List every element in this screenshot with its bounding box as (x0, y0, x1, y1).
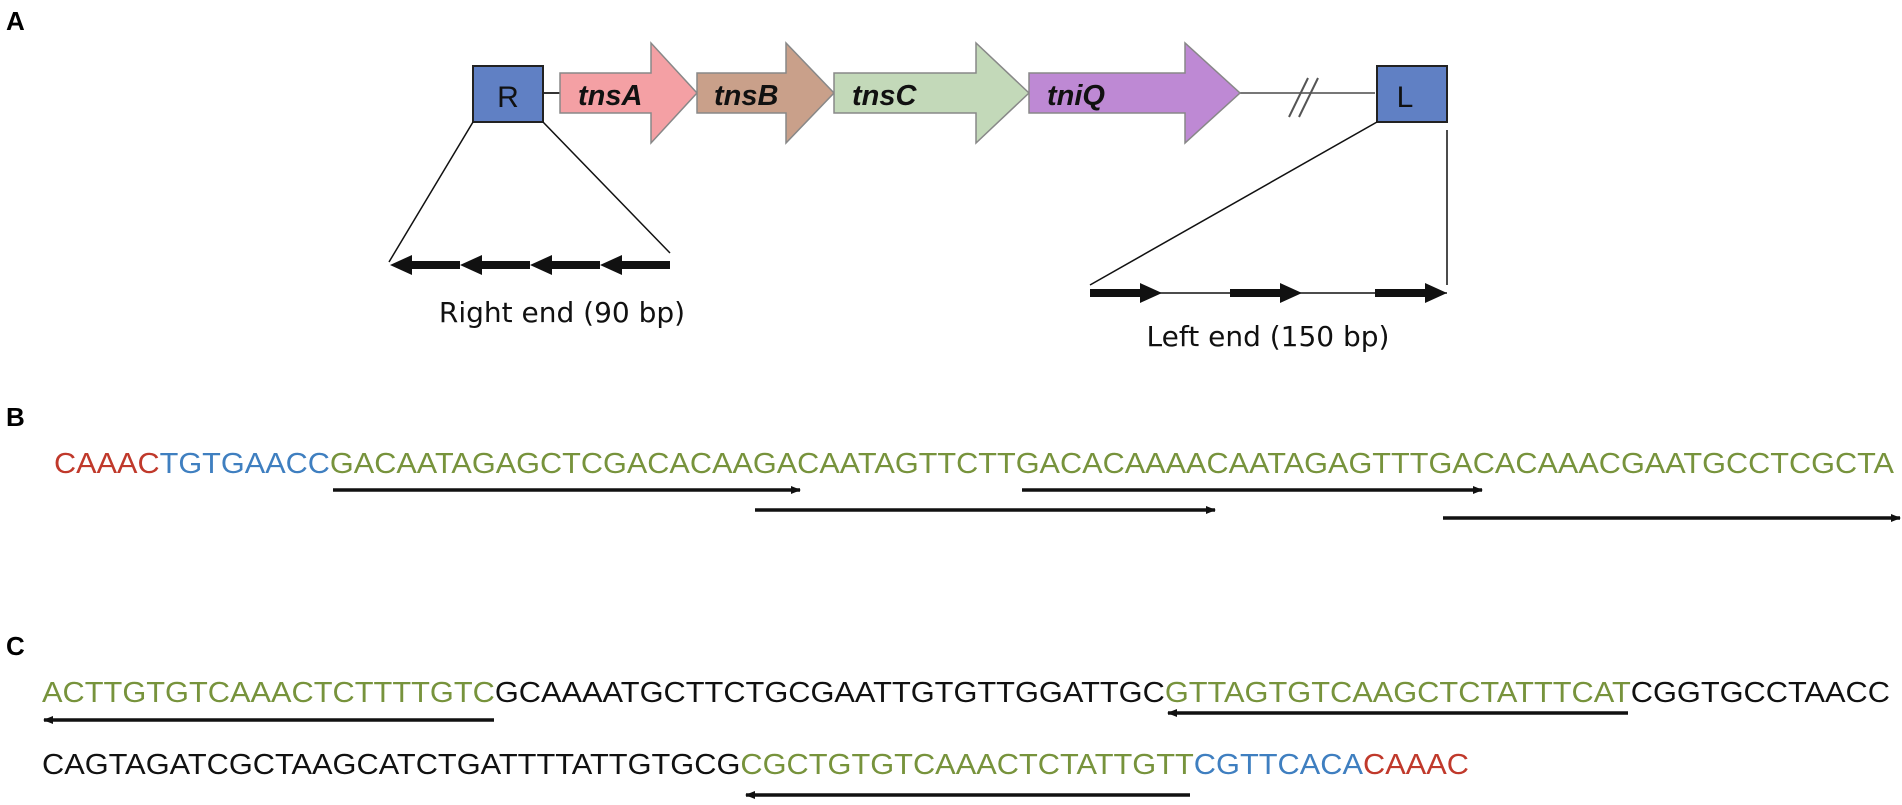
sequence-segment-red: CAAAC (1363, 749, 1469, 781)
right-end-repeats (390, 255, 670, 275)
right-end-repeat-arrows (333, 486, 1901, 522)
left-end-label: Left end (150 bp) (1147, 320, 1390, 353)
repeat-arrow (460, 255, 530, 275)
repeat-arrow (390, 255, 460, 275)
sequence-segment-green: GTTAGTGTCAAGCTCTATTTCAT (1165, 677, 1631, 709)
gene-label-tnsC: tnsC (852, 80, 918, 112)
repeat-arrow (1230, 283, 1302, 303)
sequence-segment-green: GACAATAGAGCTCGACACAAGACAATAGTTCTTGACACAA… (330, 448, 1895, 480)
zoom-line (542, 121, 671, 254)
zoom-line (388, 121, 474, 263)
repeat-arrow (600, 255, 670, 275)
gene-arrow-tnsC (833, 41, 1031, 145)
sequence-segment-green: ACTTGTGTCAAACTCTTTTGTC (42, 677, 495, 709)
sequence-segment-blue: TGTGAACC (160, 448, 330, 480)
right-end-box-label: R (497, 81, 519, 114)
right-end-label: Right end (90 bp) (439, 296, 685, 329)
sequence-segment-black: CAGTAGATCGCTAAGCATCTGATTTTATTGTGCG (42, 749, 740, 781)
left-end-box-label: L (1397, 81, 1414, 114)
panel-label-a: A (6, 6, 25, 36)
sequence-segment-blue: CGTTCACA (1194, 749, 1364, 781)
left-end-repeat-arrows-line-1 (43, 709, 1628, 724)
sequence-segment-black: GCAAAATGCTTCTGCGAATTGTGTTGGATTGC (495, 677, 1165, 709)
gene-label-tniQ: tniQ (1047, 80, 1105, 112)
gene-map: R tnsA tnsB tnsC tniQ L Right end (90 bp… (388, 41, 1448, 353)
gene-arrow-tniQ (1028, 41, 1242, 145)
sequence-segment-red: CAAAC (54, 448, 160, 480)
gene-arrow-tnsA (559, 41, 699, 145)
repeat-arrow (1090, 283, 1162, 303)
panel-label-c: C (6, 631, 25, 661)
sequence-segment-green: CGCTGTGTCAAACTCTATTGTT (740, 749, 1194, 781)
left-end-box (1376, 65, 1448, 123)
gene-label-tnsA: tnsA (578, 80, 642, 112)
repeat-arrow (530, 255, 600, 275)
gene-arrow-tnsB (696, 41, 836, 145)
break-mark-icon (1288, 77, 1319, 118)
zoom-line (1089, 121, 1378, 286)
left-end-repeats (1090, 283, 1447, 303)
panel-label-b: B (6, 402, 25, 432)
right-end-box (472, 65, 544, 123)
repeat-arrow (1375, 283, 1447, 303)
gene-label-tnsB: tnsB (714, 80, 778, 112)
sequence-segment-black: CGGTGCCTAACC (1631, 677, 1890, 709)
